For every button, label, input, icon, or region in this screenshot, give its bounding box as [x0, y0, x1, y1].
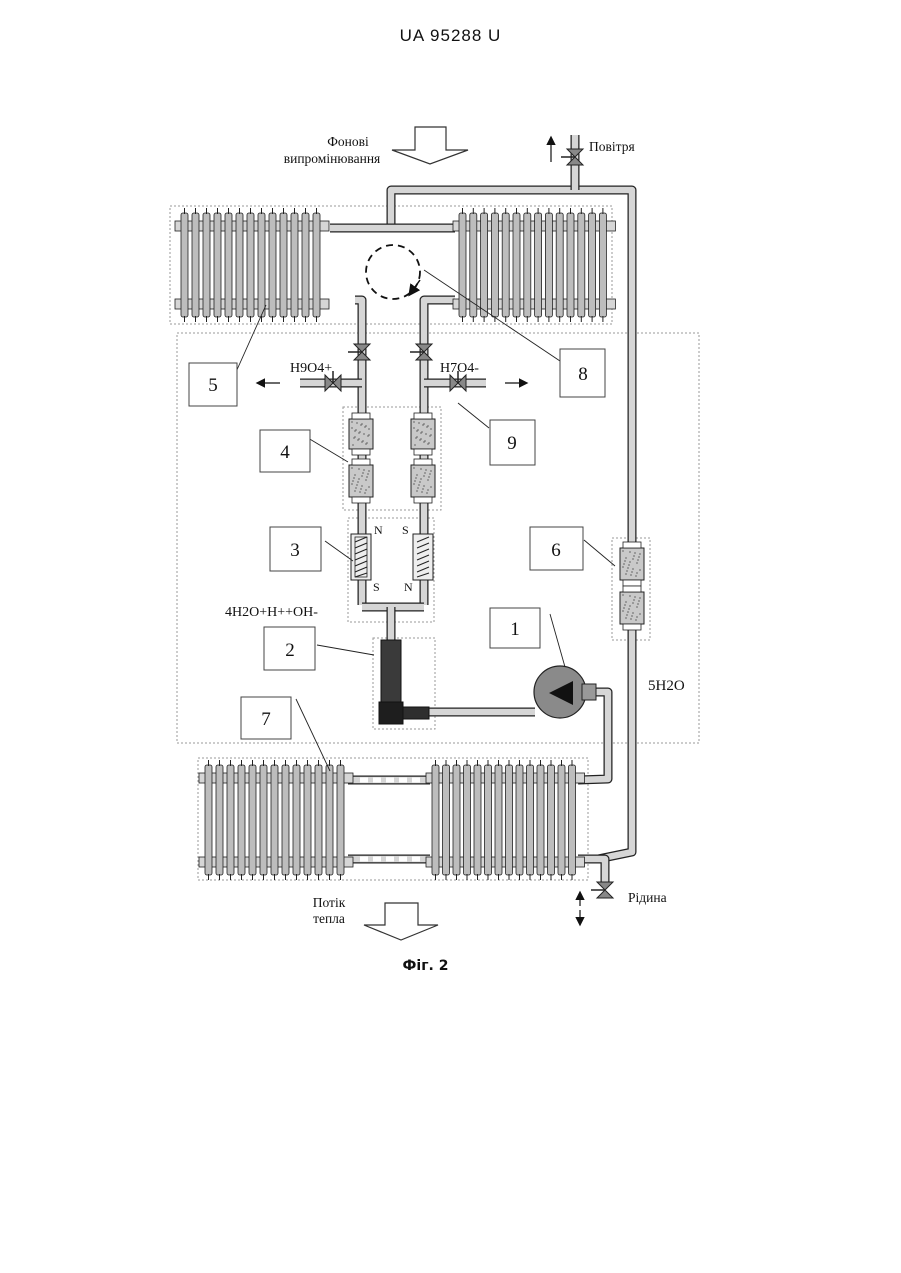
label-water-formula: 5H2O — [648, 678, 685, 694]
liquid-valve — [591, 882, 613, 898]
radiator-fin — [269, 213, 276, 317]
radiator-fin — [516, 765, 523, 875]
radiator-fin — [495, 765, 502, 875]
radiator-fin — [459, 213, 466, 317]
radiator-fin — [326, 765, 333, 875]
radiator-fin — [181, 213, 188, 317]
radiator-fin — [258, 213, 265, 317]
radiator-fin — [567, 213, 574, 317]
air-valve — [561, 149, 583, 165]
pole-bottom-right: N — [404, 580, 413, 594]
radiator-fin — [216, 765, 223, 875]
reactor-column — [379, 640, 429, 724]
radiator-fin — [302, 213, 309, 317]
radiator-fin — [280, 213, 287, 317]
callout-6: 6 — [551, 540, 561, 561]
radiator-fin — [337, 765, 344, 875]
radiator-fin — [432, 765, 439, 875]
left-line-valve — [348, 344, 370, 360]
radiator-fin — [569, 765, 576, 875]
radiator-fin — [315, 765, 322, 875]
label-heat-flow-2: тепла — [313, 911, 345, 926]
pole-bottom-left: S — [373, 580, 380, 594]
background-radiation-arrow-icon — [392, 127, 468, 164]
radiator-fin — [464, 765, 471, 875]
label-right-outlet-formula: H7O4- — [440, 361, 479, 376]
label-left-outlet-formula: H9O4+ — [290, 361, 332, 376]
figure-caption: Фіг. 2 — [0, 958, 851, 974]
radiator-fin — [548, 765, 555, 875]
filter-left-lower — [349, 459, 373, 503]
radiator-fin — [474, 765, 481, 875]
radiator-fin — [578, 213, 585, 317]
top-left-radiator — [175, 208, 329, 322]
radiator-fin — [236, 213, 243, 317]
callout-8: 8 — [578, 364, 588, 385]
radiator-fin — [304, 765, 311, 875]
radiator-fin — [249, 765, 256, 875]
radiator-fin — [485, 765, 492, 875]
radiator-fin — [205, 765, 212, 875]
radiator-fin — [214, 213, 221, 317]
radiator-fin — [313, 213, 320, 317]
label-heat-flow-1: Потік — [313, 895, 346, 910]
radiator-fin — [247, 213, 254, 317]
radiator-fin — [589, 213, 596, 317]
label-reaction-formula: 4H2O+H++OH- — [225, 605, 318, 620]
radiator-fin — [443, 765, 450, 875]
radiator-fin — [524, 213, 531, 317]
filter-left-upper — [349, 413, 373, 455]
radiator-fin — [203, 213, 210, 317]
radiator-fin — [506, 765, 513, 875]
radiator-fin — [537, 765, 544, 875]
radiator-fin — [545, 213, 552, 317]
radiator-fin — [227, 765, 234, 875]
label-liquid: Рідина — [628, 890, 667, 905]
circulation-indicator — [366, 245, 420, 299]
filter-side-lower — [620, 586, 644, 630]
callout-3: 3 — [290, 540, 300, 561]
radiator-fin — [556, 213, 563, 317]
radiator-fin — [599, 213, 606, 317]
label-background-radiation-2: випромінювання — [284, 151, 381, 166]
radiator-fin — [502, 213, 509, 317]
magnet-coils — [351, 534, 433, 580]
radiator-fin — [293, 765, 300, 875]
label-background-radiation-1: Фонові — [327, 134, 369, 149]
callout-5: 5 — [208, 375, 218, 396]
pole-top-right: S — [402, 523, 409, 537]
radiator-fin — [491, 213, 498, 317]
radiator-fin — [291, 213, 298, 317]
filter-right-lower — [411, 459, 435, 503]
callout-1: 1 — [510, 619, 520, 640]
radiator-fin — [260, 765, 267, 875]
bottom-right-radiator — [426, 760, 585, 880]
callout-9: 9 — [507, 433, 517, 454]
label-air: Повітря — [589, 139, 635, 154]
callout-4: 4 — [280, 442, 290, 463]
top-right-radiator — [453, 208, 615, 322]
radiator-fin — [535, 213, 542, 317]
filter-right-upper — [411, 413, 435, 455]
radiator-fin — [225, 213, 232, 317]
magnet-pole-labels: N S S N — [373, 523, 413, 594]
callout-7: 7 — [261, 709, 271, 730]
radiator-fin — [192, 213, 199, 317]
heat-flow-arrow-icon — [364, 903, 438, 940]
pump — [534, 666, 596, 718]
radiator-fin — [527, 765, 534, 875]
pole-top-left: N — [374, 523, 383, 537]
radiator-fin — [481, 213, 488, 317]
bottom-left-radiator — [199, 760, 353, 880]
right-line-valve — [410, 344, 432, 360]
callout-2: 2 — [285, 640, 295, 661]
radiator-fin — [453, 765, 460, 875]
filter-side-upper — [620, 542, 644, 586]
radiator-fin — [558, 765, 565, 875]
radiator-fin — [282, 765, 289, 875]
radiator-fin — [238, 765, 245, 875]
radiator-fin — [271, 765, 278, 875]
radiator-fin — [513, 213, 520, 317]
